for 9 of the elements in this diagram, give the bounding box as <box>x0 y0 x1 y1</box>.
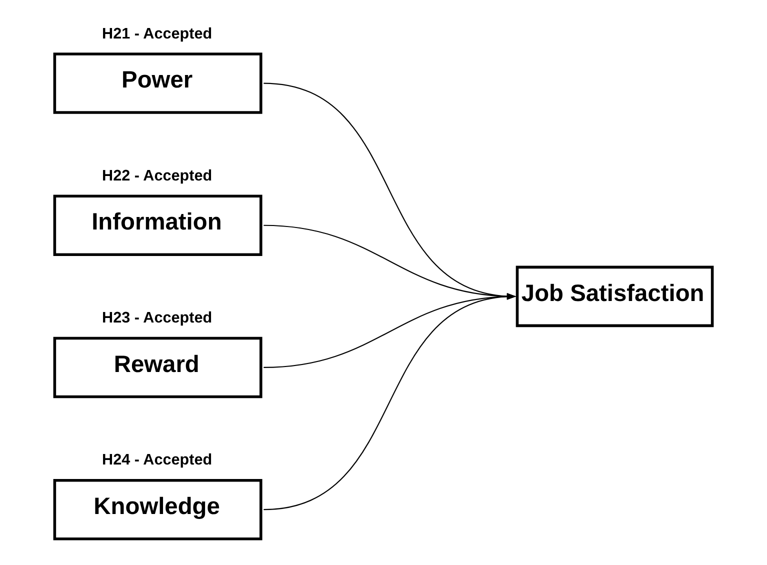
node-label: H23 - Accepted <box>102 310 212 327</box>
node-box: Knowledge <box>53 478 262 540</box>
node-label: H24 - Accepted <box>102 452 212 469</box>
node-box: Reward <box>53 336 262 398</box>
node-label: H22 - Accepted <box>102 168 212 185</box>
node-box: Job Satisfaction <box>516 266 714 328</box>
node-label: H21 - Accepted <box>102 25 212 42</box>
node-box: Power <box>53 52 262 114</box>
node-box: Information <box>53 194 262 256</box>
